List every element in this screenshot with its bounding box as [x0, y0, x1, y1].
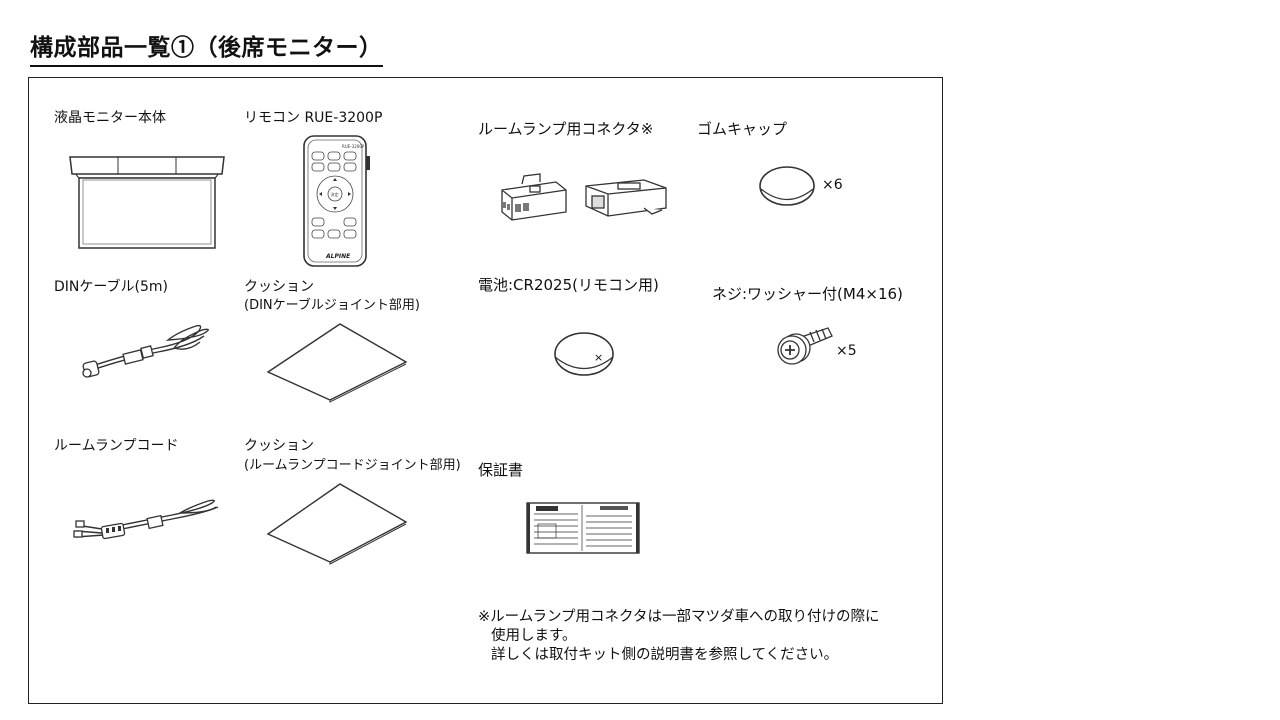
connector-usage-note: ※ルームランプ用コネクタは一部マツダ車への取り付けの際に 使用します。 詳しくは…: [478, 608, 879, 665]
screw-quantity: ×5: [836, 343, 857, 359]
battery-illustration: [554, 332, 614, 376]
connector-illustration: [501, 173, 667, 221]
label-cushion-lamp: クッション: [244, 438, 314, 454]
label-screw: ネジ:ワッシャー付(M4×16): [712, 285, 903, 303]
warranty-card-illustration: [526, 502, 640, 554]
cushion-din-illustration: [266, 323, 408, 403]
remote-illustration: RUE-3200P 決定 ALPINE: [303, 135, 370, 267]
battery-plus-mark: ×: [594, 351, 604, 364]
screw-illustration: [777, 327, 833, 365]
rubber-cap-quantity: ×6: [822, 177, 843, 193]
page-title: 構成部品一覧①（後席モニター）: [30, 34, 383, 67]
label-warranty: 保証書: [478, 461, 524, 479]
note-line-2: 使用します。: [491, 628, 577, 644]
label-din-cable: DINケーブル(5m): [54, 279, 169, 295]
label-cushion-din: クッション: [244, 279, 314, 295]
label-cushion-lamp-sub: (ルームランプコードジョイント部用): [244, 458, 461, 473]
remote-center-key: 決定: [331, 191, 339, 197]
label-cushion-din-sub: (DINケーブルジョイント部用): [244, 298, 420, 313]
label-rubber-cap: ゴムキャップ: [697, 120, 788, 138]
svg-text:RUE-3200P: RUE-3200P: [342, 144, 365, 149]
label-battery: 電池:CR2025(リモコン用): [478, 276, 659, 294]
monitor-illustration: [69, 156, 225, 249]
note-line-3: 詳しくは取付キット側の説明書を参照してください。: [491, 647, 839, 663]
din-cable-illustration: [82, 324, 209, 378]
label-monitor: 液晶モニター本体: [54, 110, 166, 126]
cushion-lamp-illustration: [266, 483, 408, 565]
parts-list-frame: [28, 77, 943, 704]
rubber-cap-illustration: [759, 166, 815, 206]
note-line-1: ※ルームランプ用コネクタは一部マツダ車への取り付けの際に: [478, 609, 880, 625]
label-remote: リモコン RUE-3200P: [244, 110, 383, 126]
remote-brand-logo: ALPINE: [325, 253, 351, 260]
lamp-cord-illustration: [73, 499, 219, 540]
label-connector: ルームランプ用コネクタ※: [478, 120, 654, 138]
label-lamp-cord: ルームランプコード: [54, 438, 179, 454]
